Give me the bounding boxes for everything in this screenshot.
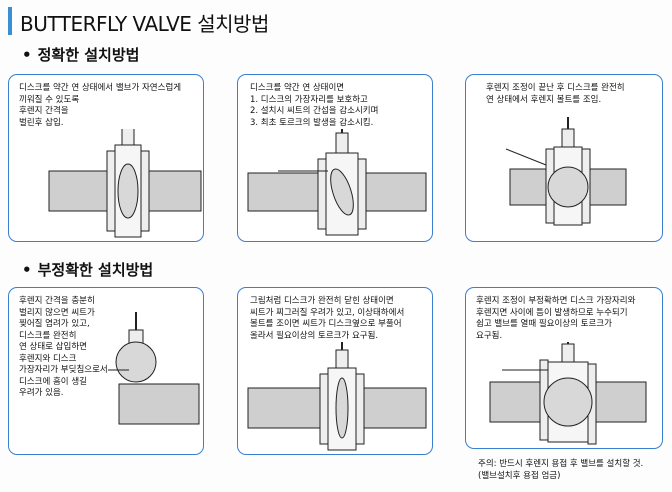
- caption-line: 후렌지면 사이에 틈이 발생하므로 누수되기: [476, 307, 628, 318]
- diagram-panel-incorrect-2: 그림처럼 디스크가 완전히 닫힌 상태이면 씨트가 찌그러질 우려가 있고, 이…: [237, 287, 433, 455]
- valve-diagram-correct-3: [505, 117, 627, 226]
- section-heading-incorrect: • 부정확한 설치방법: [22, 259, 153, 280]
- caption-line: 디스크를 약간 연 상태이면: [250, 83, 345, 93]
- diagram-panel-correct-2: 디스크를 약간 연 상태이면 1. 디스크의 가장자리를 보호하고 2. 설치시…: [237, 74, 433, 242]
- diagram-panel-incorrect-1: 후렌지 간격을 충분히 벌리지 않으면 씨트가 찢어질 염려가 있고, 디스크를…: [8, 287, 204, 455]
- page-title: BUTTERFLY VALVE 설치방법: [20, 12, 269, 36]
- section-heading-correct-label: 정확한 설치방법: [37, 46, 140, 64]
- panel-caption-correct-1: 디스크를 약간 연 상태에서 밸브가 자연스럽게 끼워질 수 있도록 후렌지 간…: [19, 83, 182, 129]
- caption-line: 디스크에 흠이 생길: [19, 376, 87, 387]
- panel-caption-correct-2: 디스크를 약간 연 상태이면 1. 디스크의 가장자리를 보호하고 2. 설치시…: [250, 83, 379, 129]
- caption-line: 끼워질 수 있도록: [19, 94, 80, 105]
- caption-line: 그림처럼 디스크가 완전히 닫힌 상태이면: [250, 296, 394, 306]
- caption-line: 가장자리가 부딪침으로서: [19, 365, 108, 375]
- caption-line: 1. 디스크의 가장자리를 보호하고: [250, 94, 368, 105]
- diagram-panel-incorrect-3: 후렌지 조정이 부정확하면 디스크 가장자리와 후렌지면 사이에 틈이 발생하므…: [465, 287, 663, 449]
- title-accent-bar: [8, 7, 12, 35]
- caption-line: 찢어질 염려가 있고,: [19, 319, 90, 329]
- caption-line: 후렌지 간격을 충분히: [19, 296, 95, 306]
- caption-line: 2. 설치시 씨트의 간섭을 감소시키며: [250, 106, 379, 116]
- caption-line: 올라서 필요이상의 토르크가 요구됨.: [250, 330, 379, 341]
- section-heading-incorrect-label: 부정확한 설치방법: [37, 261, 154, 279]
- valve-diagram-correct-2: [247, 121, 427, 236]
- caption-line: 볼트를 조이면 씨트가 디스크옆으로 부풀어: [250, 319, 402, 329]
- diagram-panel-correct-1: 디스크를 약간 연 상태에서 밸브가 자연스럽게 끼워질 수 있도록 후렌지 간…: [8, 74, 204, 242]
- caption-line: 씨트가 찌그러질 우려가 있고, 이상태하에서: [250, 307, 405, 318]
- caption-line: 디스크를 약간 연 상태에서 밸브가 자연스럽게: [19, 83, 182, 93]
- panel-caption-incorrect-1: 후렌지 간격을 충분히 벌리지 않으면 씨트가 찢어질 염려가 있고, 디스크를…: [19, 296, 108, 400]
- caption-line: 후렌지 조정이 부정확하면 디스크 가장자리와: [476, 296, 636, 306]
- panel-caption-incorrect-3: 후렌지 조정이 부정확하면 디스크 가장자리와 후렌지면 사이에 틈이 발생하므…: [476, 296, 636, 342]
- bullet-icon: •: [22, 46, 32, 64]
- caption-line: 연 상태에서 후렌지 볼트를 조임.: [486, 94, 602, 105]
- panel-caption-correct-3: 후렌지 조정이 끝난 후 디스크를 완전히 연 상태에서 후렌지 볼트를 조임.: [486, 83, 625, 106]
- caption-line: 디스크를 완전히: [19, 330, 77, 341]
- installation-caution-note: 주의: 반드시 후렌지 용접 후 밸브를 설치할 것. (밸브설치후 용접 엄금…: [478, 458, 643, 482]
- caption-line: 연 상태로 삽입하면: [19, 342, 87, 352]
- valve-diagram-incorrect-3: [489, 332, 647, 445]
- footnote-line: 주의: 반드시 후렌지 용접 후 밸브를 설치할 것.: [478, 459, 644, 469]
- caption-line: 3. 최초 토르크의 발생을 감소시킴.: [250, 117, 374, 128]
- caption-line: 벌린후 삽입.: [19, 117, 64, 128]
- bullet-icon: •: [22, 261, 32, 279]
- footnote-line: (밸브설치후 용접 엄금): [478, 471, 561, 481]
- caption-line: 벌리지 않으면 씨트가: [19, 307, 95, 318]
- caption-line: 쉽고 밸브를 열때 필요이상의 토르크가: [476, 319, 612, 329]
- caption-line: 후렌지 조정이 끝난 후 디스크를 완전히: [486, 83, 625, 93]
- caption-line: 요구됨.: [476, 330, 503, 341]
- panel-caption-incorrect-2: 그림처럼 디스크가 완전히 닫힌 상태이면 씨트가 찌그러질 우려가 있고, 이…: [250, 296, 405, 342]
- caption-line: 우려가 있음.: [19, 388, 64, 398]
- valve-diagram-incorrect-1: [105, 312, 200, 425]
- caption-line: 후렌지 간격을: [19, 106, 69, 116]
- caption-line: 후렌지와 디스크: [19, 353, 77, 364]
- diagram-panel-correct-3: 후렌지 조정이 끝난 후 디스크를 완전히 연 상태에서 후렌지 볼트를 조임.: [465, 74, 663, 242]
- valve-diagram-incorrect-2: [247, 338, 427, 451]
- section-heading-correct: • 정확한 설치방법: [22, 44, 139, 65]
